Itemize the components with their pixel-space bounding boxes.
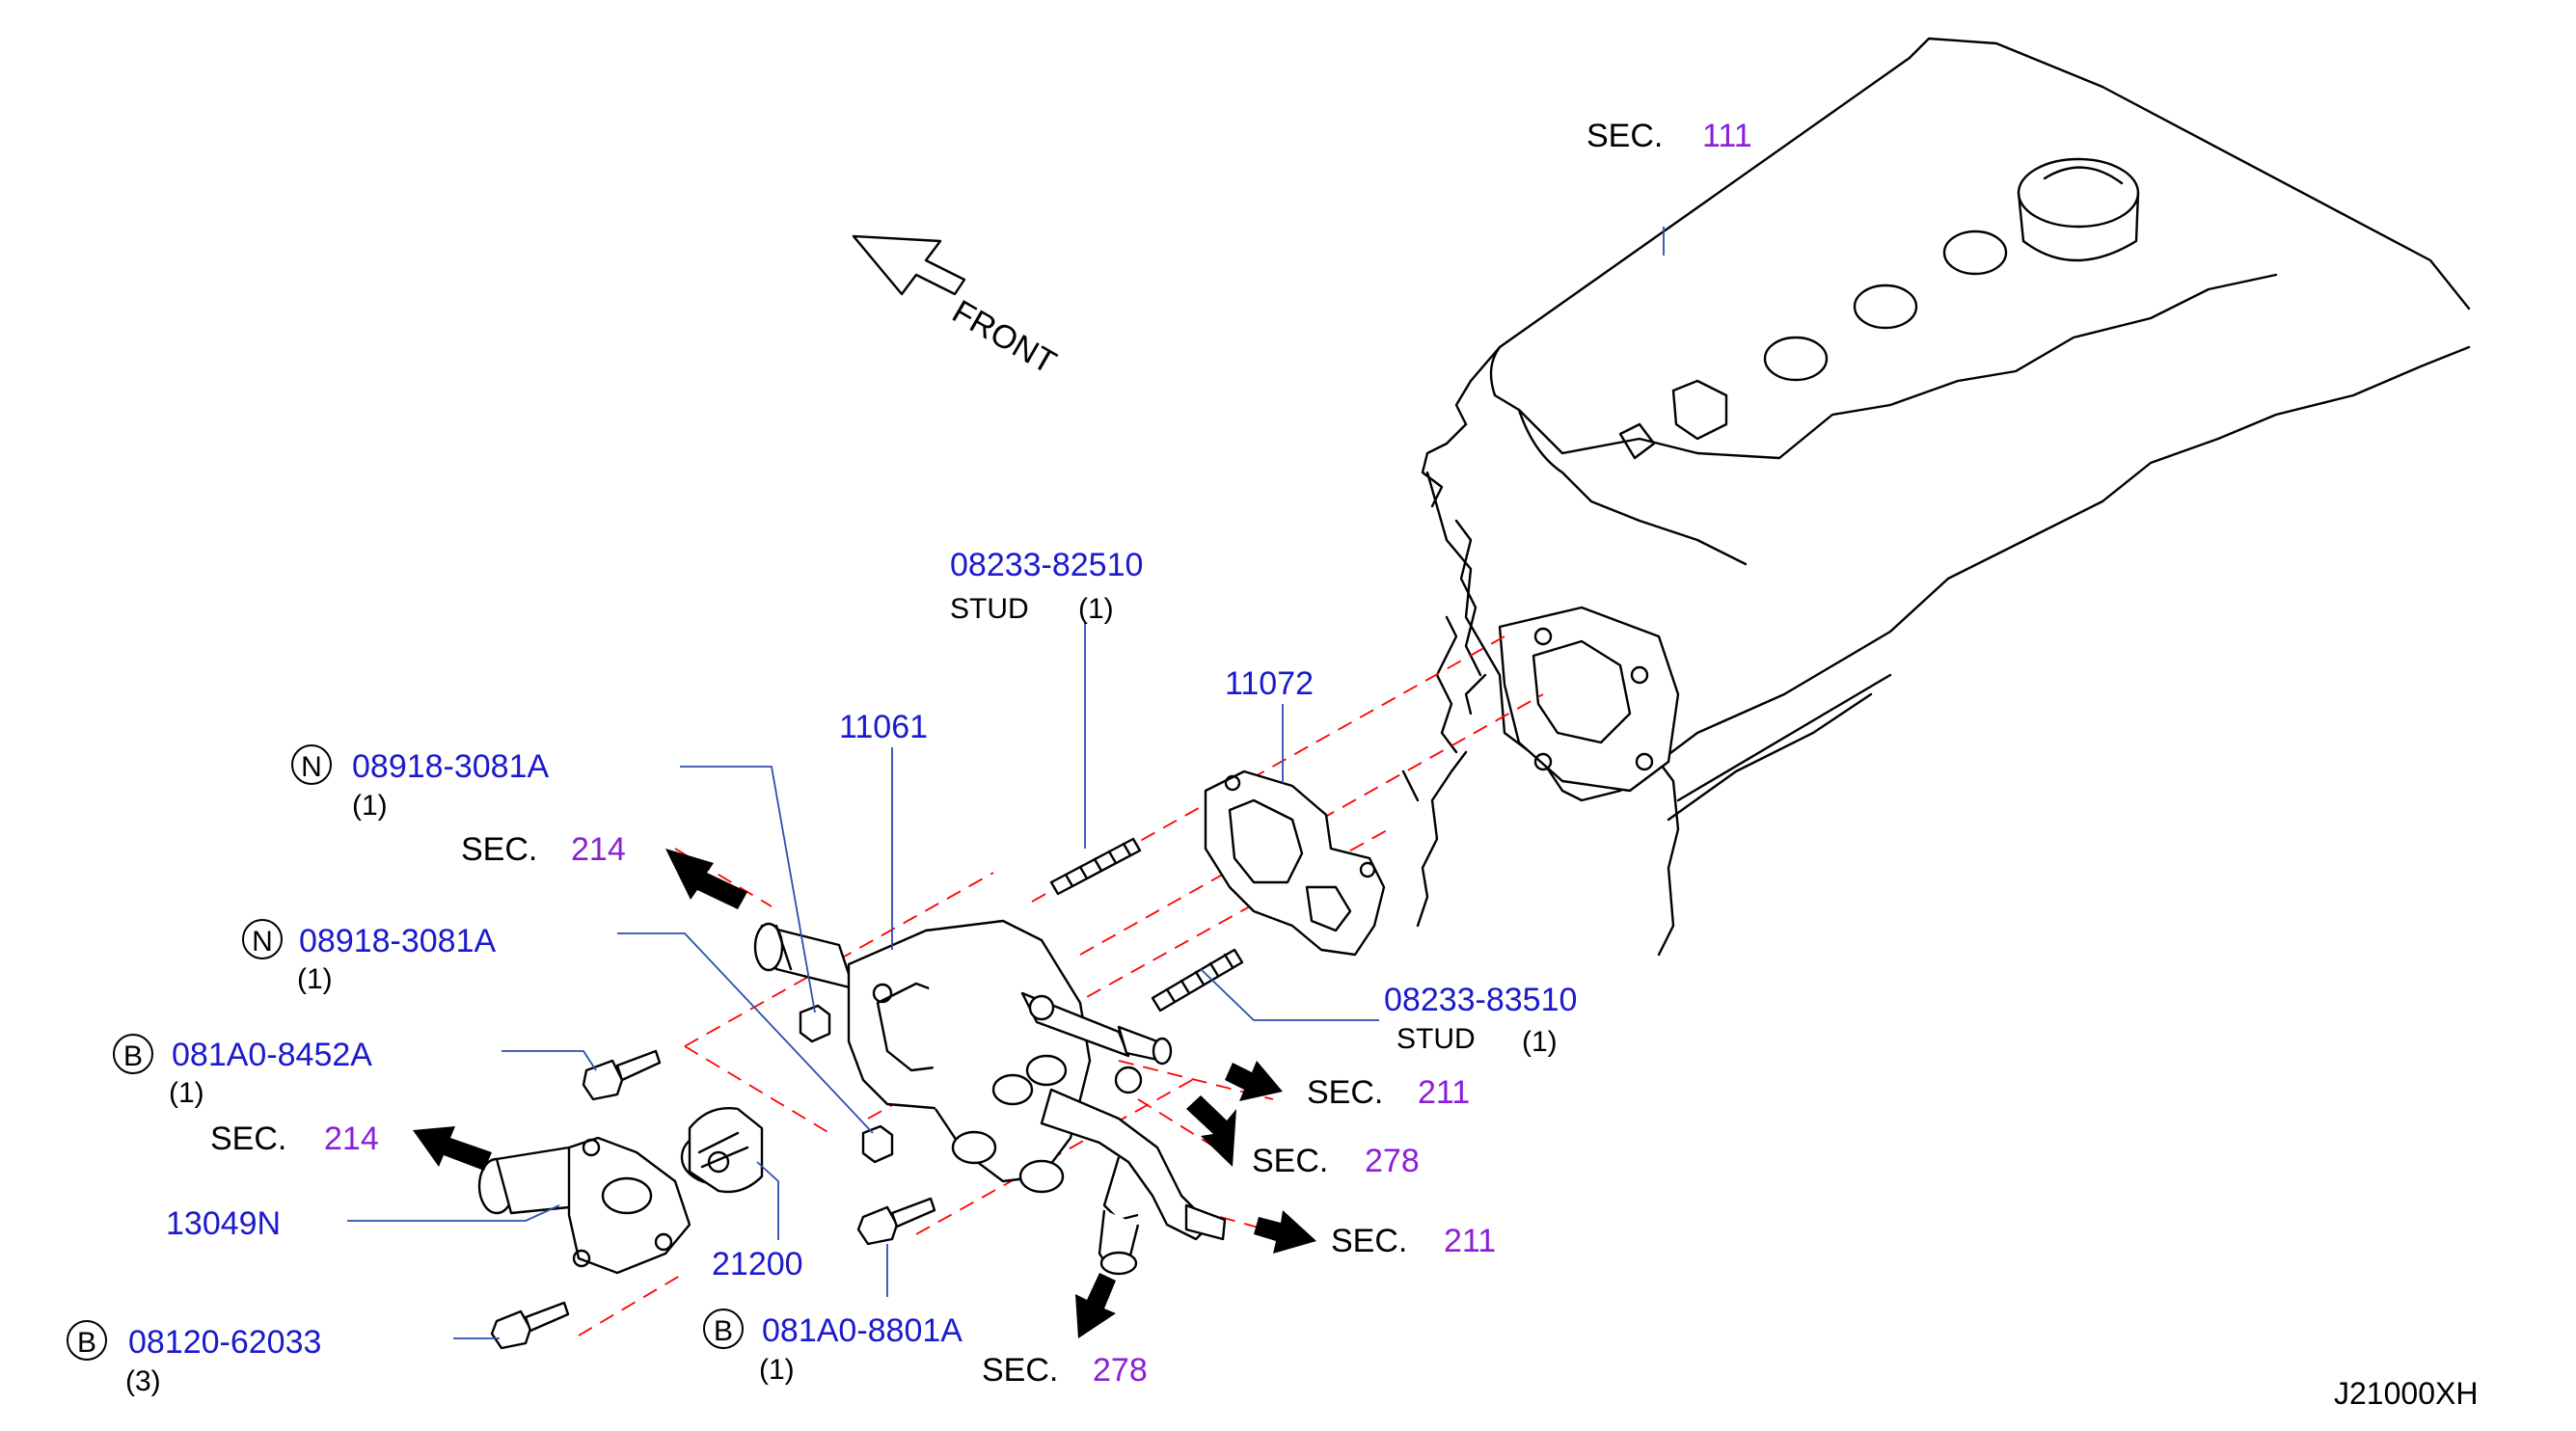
section-ref-111[interactable]: SEC. 111 [1586, 118, 1752, 154]
plug-hole-3 [1763, 336, 1829, 382]
prefix-circle [67, 1320, 107, 1361]
section-ref-211-lower[interactable]: SEC. 211 [1331, 1223, 1496, 1259]
section-ref-278-upper[interactable]: SEC. 278 [1252, 1143, 1420, 1179]
part-qty: (1) [1078, 593, 1114, 625]
part-label-bolt-8801a[interactable]: B 081A0-8801A (1) [703, 1309, 963, 1386]
sec-number: 214 [571, 831, 626, 868]
part-label-bolt-8452a[interactable]: B 081A0-8452A (1) [113, 1034, 372, 1109]
diagram-code: J21000XH [2334, 1376, 2478, 1411]
plug-hole-2 [1853, 284, 1918, 330]
bolt-8452a-illustration [582, 1049, 662, 1101]
part-label-stud-82510[interactable]: 08233-82510 STUD (1) [950, 547, 1143, 625]
water-outlet-13049n-illustration [477, 1136, 691, 1275]
sec-word: SEC. [1586, 118, 1663, 154]
part-prefix: B [714, 1315, 733, 1347]
part-label-stud-83510[interactable]: 08233-83510 STUD (1) [1384, 982, 1577, 1058]
part-label-housing-11061[interactable]: 11061 [839, 709, 928, 745]
sec-number: 278 [1093, 1352, 1148, 1389]
gasket-11072 [1204, 770, 1386, 957]
part-number: 08918-3081A [299, 923, 497, 959]
section-ref-211-upper[interactable]: SEC. 211 [1307, 1074, 1470, 1111]
bolt-62033-illustration [490, 1301, 570, 1350]
leader-lines [347, 227, 1665, 1339]
part-label-gasket-11072[interactable]: 11072 [1225, 665, 1314, 702]
nut-lower-illustration [861, 1124, 894, 1164]
sec-word: SEC. [461, 831, 537, 868]
flow-arrows [413, 849, 1316, 1338]
sec-number: 214 [324, 1120, 379, 1157]
sec-number: 111 [1702, 118, 1752, 154]
part-name: STUD [950, 593, 1029, 625]
part-number: 21200 [712, 1246, 803, 1282]
front-direction-arrow: FRONT [852, 234, 1062, 381]
prefix-circle [113, 1034, 153, 1074]
part-label-nut-lower[interactable]: N 08918-3081A (1) [242, 919, 497, 995]
sec-word: SEC. [1331, 1223, 1407, 1259]
part-qty: (1) [759, 1354, 795, 1386]
part-number: 08233-82510 [950, 547, 1143, 583]
flow-arrow-278-upper [1186, 1095, 1236, 1167]
flow-arrow-214-upper [665, 849, 747, 909]
part-label-thermostat-21200[interactable]: 21200 [712, 1246, 803, 1282]
sec-word: SEC. [210, 1120, 286, 1157]
sec-word: SEC. [982, 1352, 1058, 1389]
part-number: 11061 [839, 709, 928, 745]
oil-filler-cap [2017, 157, 2140, 262]
front-label: FRONT [946, 293, 1062, 381]
part-name: STUD [1396, 1023, 1476, 1055]
part-number: 13049N [166, 1205, 281, 1242]
flow-arrow-211-upper [1225, 1061, 1283, 1101]
part-qty: (1) [169, 1077, 204, 1109]
part-number: 081A0-8452A [172, 1037, 372, 1073]
section-ref-278-lower[interactable]: SEC. 278 [982, 1352, 1148, 1389]
section-ref-214-lower[interactable]: SEC. 214 [210, 1120, 379, 1157]
part-number: 081A0-8801A [762, 1312, 963, 1349]
section-ref-214-upper[interactable]: SEC. 214 [461, 831, 626, 868]
water-housing-11061-illustration [753, 919, 1227, 1276]
prefix-circle [703, 1309, 744, 1349]
sec-word: SEC. [1252, 1143, 1328, 1179]
part-label-nut-upper[interactable]: N 08918-3081A (1) [291, 744, 550, 822]
part-prefix: N [252, 926, 273, 958]
stud-82510-illustration [1049, 837, 1142, 896]
sec-number: 211 [1444, 1223, 1496, 1259]
part-number: 08233-83510 [1384, 982, 1577, 1018]
head-water-outlet-face [1498, 606, 1680, 793]
part-qty: (1) [1522, 1026, 1558, 1058]
flow-arrow-214-lower [413, 1126, 492, 1171]
part-prefix: N [301, 751, 322, 783]
part-prefix: B [123, 1040, 143, 1072]
flow-arrow-211-lower [1254, 1210, 1316, 1254]
part-qty: (3) [125, 1365, 161, 1397]
nut-upper-illustration [799, 1004, 831, 1043]
flow-arrow-278-lower [1075, 1273, 1116, 1338]
sec-word: SEC. [1307, 1074, 1383, 1111]
engine-head-illustration [1401, 37, 2471, 957]
part-prefix: B [77, 1327, 96, 1359]
sec-number: 211 [1418, 1074, 1470, 1111]
part-number: 08120-62033 [128, 1324, 321, 1361]
plug-hole-1 [1942, 230, 2008, 276]
part-label-bolt-62033[interactable]: B 08120-62033 (3) [67, 1320, 321, 1397]
part-number: 11072 [1225, 665, 1314, 702]
part-number: 08918-3081A [352, 748, 550, 785]
thermostat-21200-illustration [680, 1107, 764, 1194]
stud-83510-illustration [1151, 948, 1244, 1012]
part-qty: (1) [352, 790, 388, 822]
prefix-circle [242, 919, 283, 959]
prefix-circle [291, 744, 332, 785]
part-label-outlet-13049n[interactable]: 13049N [166, 1205, 281, 1242]
part-qty: (1) [297, 963, 333, 995]
bolt-8801a-illustration [856, 1197, 936, 1246]
sec-number: 278 [1365, 1143, 1420, 1179]
